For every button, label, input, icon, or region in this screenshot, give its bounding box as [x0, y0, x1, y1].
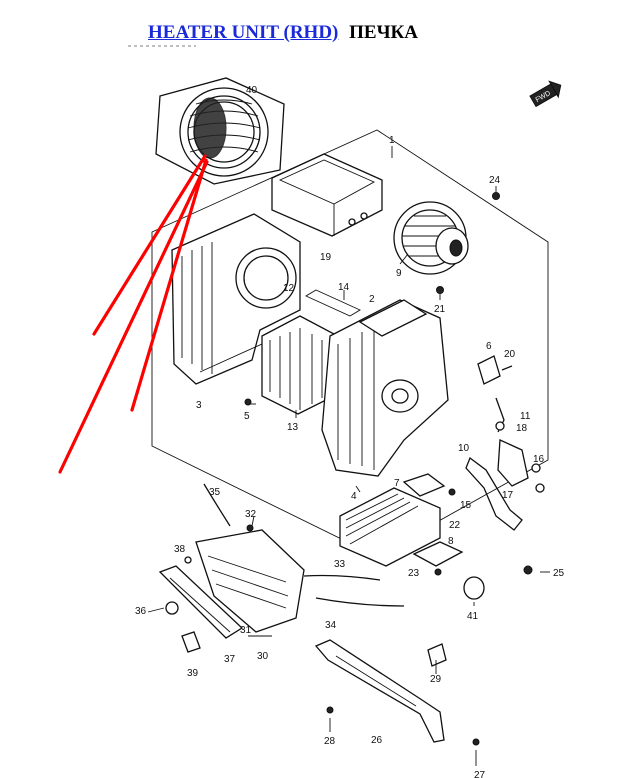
- callout-33: 33: [334, 559, 346, 570]
- callout-14: 14: [338, 282, 350, 293]
- part-6-actuator: [477, 355, 513, 385]
- callout-26: 26: [371, 735, 383, 746]
- callout-17: 17: [502, 490, 514, 501]
- callout-27: 27: [474, 770, 486, 778]
- callout-30: 30: [257, 651, 269, 662]
- part-9-blower-fan: [393, 201, 469, 275]
- callout-38: 38: [174, 544, 186, 555]
- callout-13: 13: [287, 422, 299, 433]
- red-annotation-lines: [58, 154, 209, 474]
- part-33-cable: [303, 574, 381, 581]
- callout-16: 16: [533, 454, 545, 465]
- callout-36: 36: [135, 606, 147, 617]
- callout-21: 21: [434, 304, 446, 315]
- title-russian: ПЕЧКА: [349, 22, 419, 43]
- leader-lines: [147, 146, 550, 766]
- callout-39: 39: [187, 668, 199, 679]
- part-30-control-panel: [158, 524, 305, 653]
- part-13-core: [261, 315, 335, 415]
- callout-7: 7: [394, 478, 400, 489]
- callout-22: 22: [449, 520, 461, 531]
- diagram-title: HEATER UNIT (RHD) ПЕЧКА: [148, 22, 418, 44]
- part-2-center-case: [321, 299, 449, 477]
- part-8-bracket: [412, 541, 464, 567]
- callout-4: 4: [351, 491, 357, 502]
- callout-19: 19: [320, 252, 332, 263]
- fwd-arrow-icon: FWD: [529, 80, 562, 108]
- callout-18: 18: [516, 423, 528, 434]
- callout-labels: 40 1 24 19 9 14 12 2 21 6 20 3 5 11 13 1…: [135, 85, 565, 778]
- part-14-bar: [305, 289, 361, 317]
- callout-9: 9: [396, 268, 402, 279]
- part-41-grommet: [463, 576, 485, 600]
- callout-34: 34: [325, 620, 337, 631]
- part-40-duct: [155, 77, 285, 185]
- callout-6: 6: [486, 341, 492, 352]
- callout-41: 41: [467, 611, 479, 622]
- callout-24: 24: [489, 175, 501, 186]
- callout-10: 10: [458, 443, 470, 454]
- heater-unit-link[interactable]: HEATER UNIT (RHD): [148, 22, 339, 43]
- callout-25: 25: [553, 568, 565, 579]
- part-19-upper-case: [271, 153, 383, 237]
- callout-40: 40: [246, 85, 258, 96]
- red-line-3: [58, 160, 209, 474]
- callout-28: 28: [324, 736, 336, 747]
- callout-20: 20: [504, 349, 516, 360]
- part-11-18-levers: [465, 397, 545, 531]
- callout-23: 23: [408, 568, 420, 579]
- callout-32: 32: [245, 509, 257, 520]
- part-34-cable: [315, 597, 405, 607]
- callout-3: 3: [196, 400, 202, 411]
- callout-15: 15: [460, 500, 472, 511]
- callout-2: 2: [369, 294, 375, 305]
- part-35-cable: [203, 483, 231, 527]
- red-line-2: [130, 158, 208, 412]
- callout-12: 12: [283, 283, 295, 294]
- assembly-outline-box: [151, 129, 549, 557]
- part-26-lower-bracket: [314, 639, 480, 746]
- callout-1: 1: [389, 135, 395, 146]
- callout-37: 37: [224, 654, 236, 665]
- screws: [244, 192, 533, 576]
- callout-29: 29: [430, 674, 442, 685]
- callout-5: 5: [244, 411, 250, 422]
- red-line-1: [92, 154, 207, 336]
- callout-35: 35: [209, 487, 221, 498]
- callout-8: 8: [448, 536, 454, 547]
- callout-31: 31: [240, 625, 252, 636]
- part-4-heater-core: [339, 473, 446, 567]
- callout-11: 11: [520, 411, 531, 422]
